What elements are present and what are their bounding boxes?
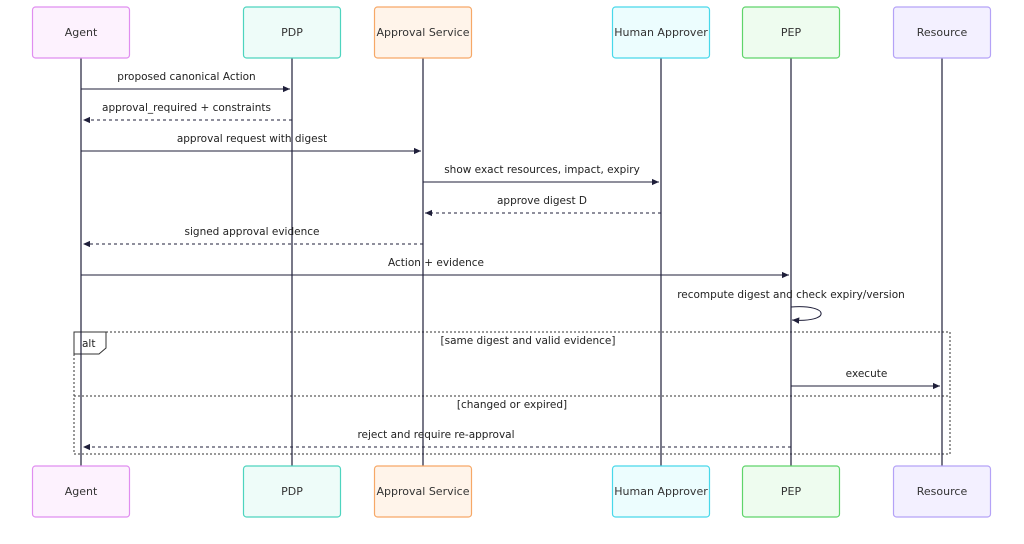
message-label: approve digest D — [497, 195, 587, 207]
participant-pdp-top: PDP — [242, 6, 342, 59]
participant-approval-top: Approval Service — [373, 6, 473, 59]
participant-label: Human Approver — [614, 26, 708, 39]
message-arrow — [790, 306, 822, 324]
message-label: signed approval evidence — [185, 226, 320, 238]
message-10: reject and require re-approval — [83, 429, 791, 451]
message-label: Action + evidence — [388, 257, 484, 269]
participant-label: PEP — [781, 26, 802, 39]
message-8: recompute digest and check expiry/versio… — [677, 289, 905, 324]
participant-pep-bottom: PEP — [741, 465, 841, 518]
message-7: Action + evidence — [81, 257, 789, 279]
participant-resource-top: Resource — [892, 6, 992, 59]
message-label: approval_required + constraints — [102, 102, 271, 114]
participant-box — [31, 6, 131, 59]
message-label: recompute digest and check expiry/versio… — [677, 289, 905, 301]
message-label: reject and require re-approval — [357, 429, 514, 441]
alt-condition-2: [changed or expired] — [457, 399, 567, 411]
participant-box — [611, 6, 711, 59]
participant-agent-top: Agent — [31, 6, 131, 59]
message-9: execute — [791, 368, 940, 390]
participant-human-bottom: Human Approver — [611, 465, 711, 518]
participant-label: Approval Service — [377, 485, 470, 498]
participant-label: Agent — [65, 485, 98, 498]
participant-box — [741, 465, 841, 518]
participant-box — [892, 6, 992, 59]
message-4: show exact resources, impact, expiry — [423, 164, 659, 186]
participant-box — [31, 465, 131, 518]
message-label: proposed canonical Action — [117, 71, 255, 83]
message-1: proposed canonical Action — [81, 71, 290, 93]
message-5: approve digest D — [425, 195, 661, 217]
participant-box — [242, 6, 342, 59]
participant-resource-bottom: Resource — [892, 465, 992, 518]
message-label: execute — [846, 368, 888, 380]
alt-tag-box — [73, 331, 107, 355]
participant-pdp-bottom: PDP — [242, 465, 342, 518]
participant-label: Resource — [917, 485, 968, 498]
alt-frame — [73, 331, 951, 455]
participant-box — [741, 6, 841, 59]
message-label: approval request with digest — [177, 133, 327, 145]
participant-label: PDP — [281, 485, 303, 498]
participant-label: Approval Service — [377, 26, 470, 39]
participant-box — [373, 465, 473, 518]
message-label: show exact resources, impact, expiry — [444, 164, 640, 176]
message-3: approval request with digest — [81, 133, 421, 155]
participant-box — [242, 465, 342, 518]
participant-approval-bottom: Approval Service — [373, 465, 473, 518]
participant-box — [611, 465, 711, 518]
message-2: approval_required + constraints — [83, 102, 292, 124]
alt-tag-label: alt — [82, 338, 95, 350]
participant-agent-bottom: Agent — [31, 465, 131, 518]
participant-label: Resource — [917, 26, 968, 39]
participant-box — [892, 465, 992, 518]
participant-label: Agent — [65, 26, 98, 39]
participant-box — [373, 6, 473, 59]
participant-human-top: Human Approver — [611, 6, 711, 59]
participant-label: PDP — [281, 26, 303, 39]
participant-label: PEP — [781, 485, 802, 498]
message-6: signed approval evidence — [83, 226, 423, 248]
participant-pep-top: PEP — [741, 6, 841, 59]
alt-condition-1: [same digest and valid evidence] — [441, 335, 616, 347]
participant-label: Human Approver — [614, 485, 708, 498]
